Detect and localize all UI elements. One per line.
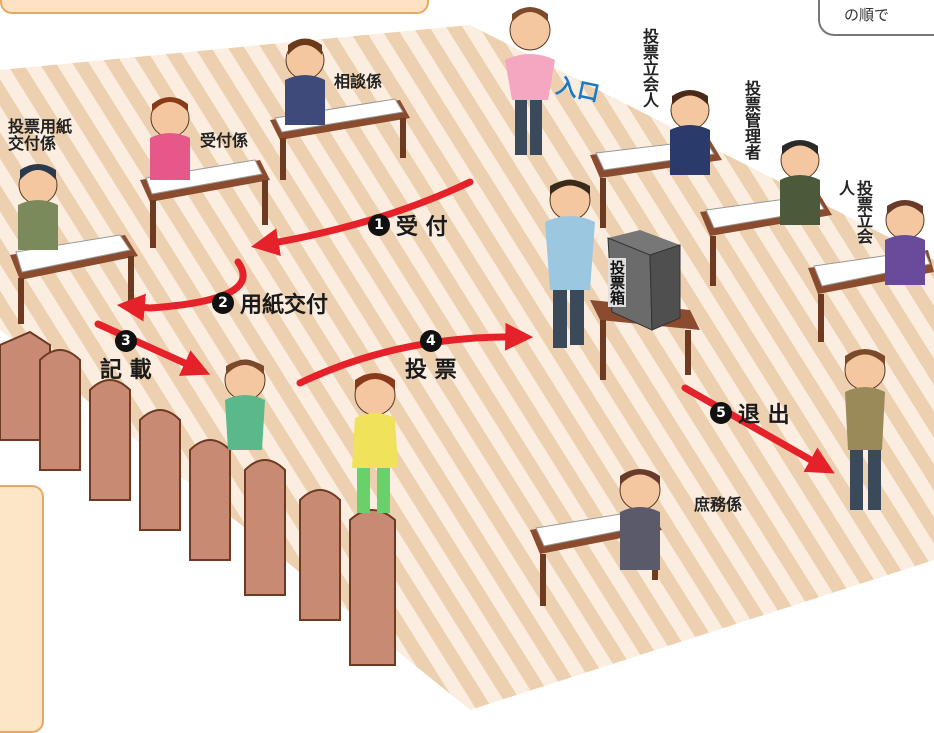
person-voter-at-box [545, 179, 595, 348]
ballot-box-label: 投票箱 [608, 258, 626, 307]
step-5: 5 退 出 [710, 397, 790, 429]
left-side-panel [0, 485, 44, 733]
person-entrant [505, 7, 555, 155]
top-right-note: の順で [844, 6, 890, 24]
person-ballot-issuer [18, 164, 58, 250]
step-5-number: 5 [710, 402, 732, 424]
person-general-affairs [619, 469, 661, 570]
arrow-step-3 [94, 320, 211, 376]
top-right-caption-box: の順で [818, 0, 934, 36]
label-ballot-issuer: 投票用紙 交付係 [8, 117, 73, 153]
desk-ballot-issuer [10, 234, 138, 324]
step-1-label: 受 付 [396, 215, 448, 240]
person-manager [780, 140, 820, 225]
step-4-label: 投 票 [405, 358, 457, 383]
person-consultation [285, 38, 325, 125]
person-voter-walking [352, 373, 398, 513]
person-witness-1 [670, 90, 710, 175]
voting-booths [0, 330, 396, 666]
person-voter-writing [224, 359, 266, 450]
label-witness-1: 投票立会人 [640, 28, 659, 108]
step-2: 2 用紙交付 [212, 287, 328, 319]
label-witness-2: 投票立会人 [836, 180, 873, 244]
person-reception [150, 97, 190, 180]
arrow-step-5 [681, 384, 835, 474]
arrow-step-4 [296, 322, 534, 387]
step-4-number: 4 [419, 330, 442, 352]
floor [0, 25, 934, 710]
person-exiting [844, 349, 886, 510]
step-4: 4 投 票 [405, 330, 457, 384]
person-witness-2 [885, 200, 925, 285]
step-3-label: 記 載 [100, 358, 152, 383]
desk-reception [140, 159, 270, 248]
step-1: 1 受 付 [368, 209, 448, 241]
step-5-label: 退 出 [738, 403, 790, 428]
label-reception: 受付係 [200, 131, 249, 150]
step-2-number: 2 [212, 292, 234, 314]
label-general-affairs: 庶務係 [694, 495, 743, 514]
step-3: 3 記 載 [100, 330, 152, 384]
label-consultation: 相談係 [334, 72, 383, 91]
label-manager: 投票管理者 [742, 80, 761, 160]
step-2-label: 用紙交付 [240, 293, 329, 318]
step-3-number: 3 [114, 330, 137, 352]
step-1-number: 1 [368, 214, 390, 236]
